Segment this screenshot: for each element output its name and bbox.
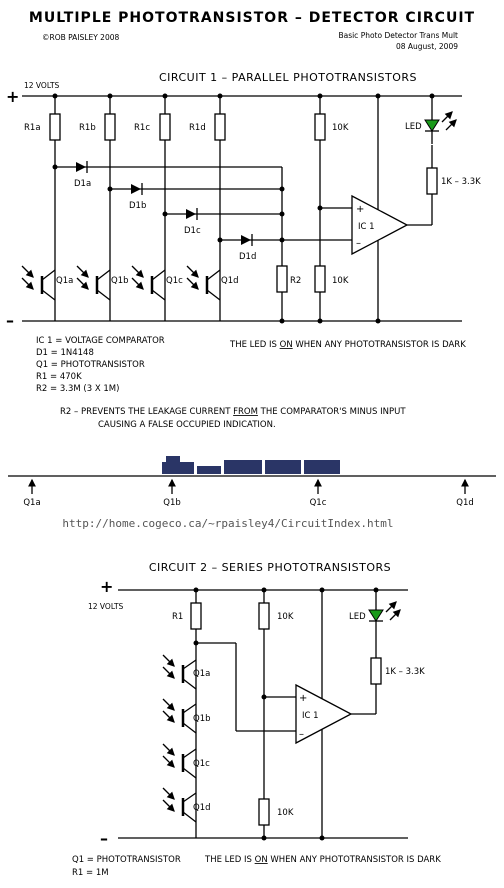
c2-label-led-resistor: 1K – 3.3K: [385, 667, 425, 677]
label-r2: R2: [290, 276, 301, 286]
c2-plus-symbol: +: [100, 577, 113, 596]
label-q1d-series: Q1d: [193, 803, 211, 813]
diode-d1c: [186, 208, 198, 220]
circuit-2-title: CIRCUIT 2 – SERIES PHOTOTRANSISTORS: [149, 561, 391, 574]
c2-resistor-led: [370, 657, 382, 685]
c2-resistor-10k-top: [258, 602, 270, 630]
c1-supply-label: 12 VOLTS: [24, 81, 60, 90]
c1-led-note: THE LED IS ON WHEN ANY PHOTOTRANSISTOR I…: [229, 340, 466, 350]
resistor-r1a: [49, 113, 61, 141]
resistor-10k-top: [314, 113, 326, 141]
label-r1a: R1a: [24, 123, 41, 133]
phototransistor-q1a: [21, 265, 56, 301]
train-track-illustration: Q1a Q1b Q1c Q1d: [8, 456, 496, 508]
track-label-q1d: Q1d: [456, 498, 474, 508]
label-q1a: Q1a: [56, 276, 73, 286]
resistor-10k-bottom: [314, 265, 326, 293]
author-text: ©ROB PAISLEY 2008: [42, 33, 119, 42]
phototransistor-q1b-series: [162, 698, 197, 734]
phototransistor-q1d-series: [162, 787, 197, 823]
label-d1a: D1a: [74, 179, 91, 189]
c1-minus-symbol: –: [6, 311, 14, 330]
label-10k-bottom: 10K: [332, 276, 349, 286]
phototransistor-q1c-series: [162, 743, 197, 779]
page-title: MULTIPLE PHOTOTRANSISTOR – DETECTOR CIRC…: [29, 10, 475, 26]
label-r1c: R1c: [134, 123, 150, 133]
label-r1d: R1d: [189, 123, 206, 133]
label-led: LED: [405, 122, 422, 132]
diode-d1d: [241, 234, 253, 246]
svg-text:IC 1 = VOLTAGE COMPARATOR: IC 1 = VOLTAGE COMPARATOR: [36, 336, 165, 346]
c1-ic-plus: +: [356, 204, 364, 215]
track-label-q1a: Q1a: [23, 498, 40, 508]
label-d1c: D1c: [184, 226, 201, 236]
label-10k-top: 10K: [332, 123, 349, 133]
label-q1b: Q1b: [111, 276, 129, 286]
c2-label-10k-bottom: 10K: [277, 808, 294, 818]
label-r1b: R1b: [79, 123, 96, 133]
source-url: http://home.cogeco.ca/~rpaisley4/Circuit…: [62, 517, 393, 530]
c2-ic-minus: –: [299, 729, 304, 740]
track-label-q1b: Q1b: [163, 498, 181, 508]
resistor-r2: [276, 265, 288, 293]
phototransistor-q1c: [131, 265, 166, 301]
resistor-r1c: [159, 113, 171, 141]
c2-supply-label: 12 VOLTS: [88, 602, 124, 611]
circuit-1-title: CIRCUIT 1 – PARALLEL PHOTOTRANSISTORS: [159, 71, 417, 84]
svg-text:D1 = 1N4148: D1 = 1N4148: [36, 348, 94, 358]
c2-legend-r1: R1 = 1M: [72, 868, 109, 878]
subtitle-text: Basic Photo Detector Trans Mult: [338, 31, 458, 40]
c2-led-indicator: [368, 601, 401, 622]
phototransistor-q1a-series: [162, 654, 197, 690]
c2-comparator-ic1: [295, 683, 353, 745]
c2-ic-plus: +: [299, 693, 307, 704]
c2-label-ic1: IC 1: [302, 711, 319, 721]
resistor-led: [426, 167, 438, 195]
label-q1b-series: Q1b: [193, 714, 211, 724]
svg-text:Q1 = PHOTOTRANSISTOR: Q1 = PHOTOTRANSISTOR: [36, 360, 145, 370]
r2-note-line-2: CAUSING A FALSE OCCUPIED INDICATION.: [98, 420, 276, 430]
label-q1a-series: Q1a: [193, 669, 210, 679]
comparator-ic1: [351, 194, 409, 256]
circuit-1: CIRCUIT 1 – PARALLEL PHOTOTRANSISTORS 12…: [6, 71, 481, 430]
c2-resistor-10k-bottom: [258, 798, 270, 826]
phototransistor-q1b: [76, 265, 111, 301]
c2-legend-q1: Q1 = PHOTOTRANSISTOR: [72, 855, 181, 865]
c1-legend: IC 1 = VOLTAGE COMPARATOR D1 = 1N4148 Q1…: [36, 336, 165, 394]
label-ic1: IC 1: [358, 222, 375, 232]
c1-ic-minus: –: [356, 238, 361, 249]
led-indicator: [424, 111, 457, 132]
svg-text:R1 = 470K: R1 = 470K: [36, 372, 82, 382]
track-label-q1c: Q1c: [310, 498, 327, 508]
date-text: 08 August, 2009: [396, 42, 458, 51]
resistor-r1d: [214, 113, 226, 141]
diode-d1b: [131, 183, 143, 195]
label-led-resistor: 1K – 3.3K: [441, 177, 481, 187]
label-d1d: D1d: [239, 252, 256, 262]
c2-label-led: LED: [349, 612, 366, 622]
label-q1d: Q1d: [221, 276, 239, 286]
label-q1c-series: Q1c: [193, 759, 210, 769]
circuit-2: CIRCUIT 2 – SERIES PHOTOTRANSISTORS + 12…: [72, 561, 441, 878]
label-r1: R1: [172, 612, 183, 622]
label-d1b: D1b: [129, 201, 146, 211]
phototransistor-q1d: [186, 265, 221, 301]
r2-note-line-1: R2 – PREVENTS THE LEAKAGE CURRENT FROM T…: [60, 407, 406, 417]
resistor-r1: [190, 602, 202, 630]
c2-led-note: THE LED IS ON WHEN ANY PHOTOTRANSISTOR I…: [204, 855, 441, 865]
diode-d1a: [76, 161, 88, 173]
c2-minus-symbol: –: [100, 829, 108, 848]
svg-text:R2 = 3.3M (3 X 1M): R2 = 3.3M (3 X 1M): [36, 384, 119, 394]
train: [162, 456, 340, 474]
label-q1c: Q1c: [166, 276, 183, 286]
c1-plus-symbol: +: [6, 87, 19, 106]
resistor-r1b: [104, 113, 116, 141]
c2-label-10k-top: 10K: [277, 612, 294, 622]
